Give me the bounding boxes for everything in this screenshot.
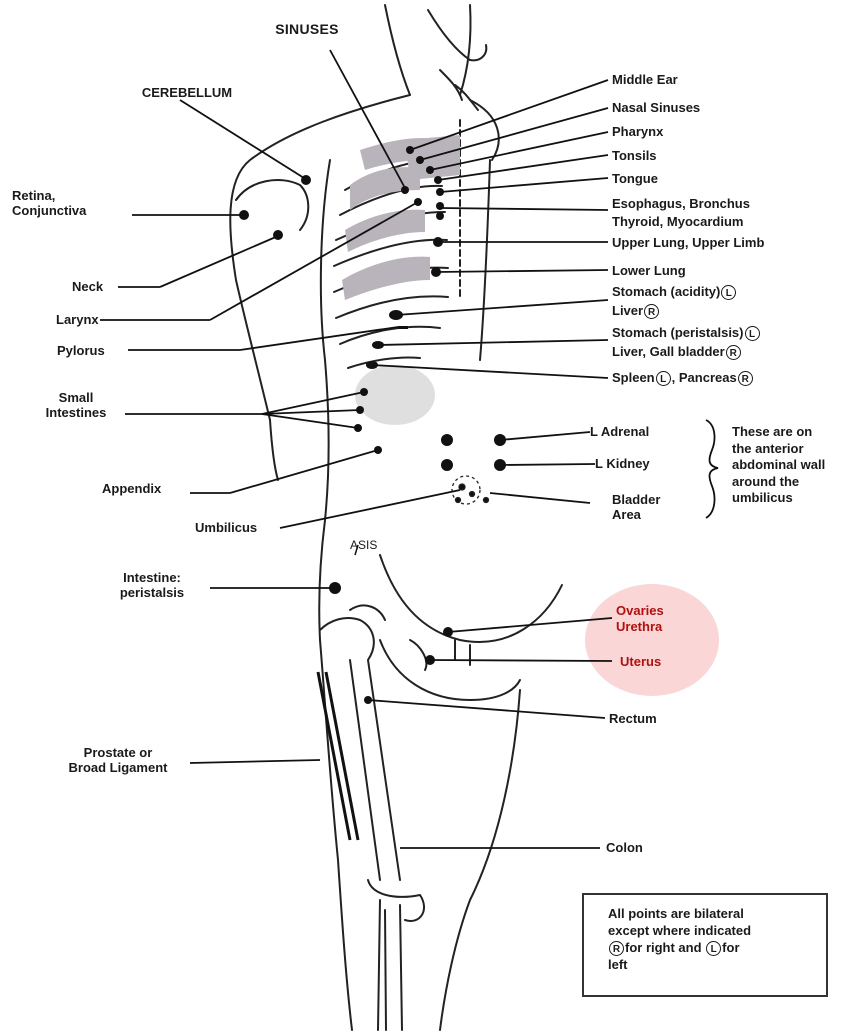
intestine-texture [355, 365, 435, 425]
label-retina-line1: Retina, [12, 188, 86, 203]
label-retina-line2: Conjunctiva [12, 203, 86, 218]
label-anterior-note: These are on the anterior abdominal wall… [732, 424, 825, 507]
label-stomach-acidity-text: Stomach (acidity) [612, 284, 720, 299]
pelvis-outline [380, 555, 562, 642]
label-stomach-peristalsis: Stomach (peristalsis)L [612, 325, 761, 341]
label-tongue: Tongue [612, 171, 658, 186]
label-ovaries-line2: Urethra [616, 619, 664, 635]
label-neck: Neck [72, 279, 103, 294]
marker-left: L [721, 285, 736, 300]
marker-right: R [644, 304, 659, 319]
label-umbilicus: Umbilicus [195, 520, 257, 535]
label-pylorus: Pylorus [57, 343, 105, 358]
label-small-line2: Intestines [28, 405, 124, 420]
note-line3: abdominal wall [732, 457, 825, 474]
point-neck [273, 230, 283, 240]
label-comma: , [672, 370, 676, 385]
label-thyroid-myocardium: Thyroid, Myocardium [612, 214, 743, 229]
label-upper-lung-limb: Upper Lung, Upper Limb [612, 235, 764, 250]
note-line4: around the [732, 474, 825, 491]
knee [368, 880, 424, 1030]
label-cerebellum: CEREBELLUM [112, 85, 262, 100]
label-liver-text: Liver [612, 303, 643, 318]
label-middle-ear: Middle Ear [612, 72, 678, 87]
marker-right: R [738, 371, 753, 386]
note-line5: umbilicus [732, 490, 825, 507]
legend-for-left: for [722, 940, 739, 955]
label-stomach-acidity: Stomach (acidity)L [612, 284, 737, 300]
label-bladder-area: Bladder Area [612, 492, 660, 522]
point-thyroid [436, 212, 444, 220]
legend-line4: left [608, 956, 816, 973]
note-line2: the anterior [732, 441, 825, 458]
point-r-adrenal [441, 434, 453, 446]
label-pancreas-text: Pancreas [679, 370, 737, 385]
right-leg-outline [440, 690, 520, 1030]
legend-marker-right: R [609, 941, 624, 956]
label-larynx: Larynx [56, 312, 99, 327]
point-pylorus [398, 326, 408, 329]
label-sinuses: SINUSES [252, 22, 362, 37]
label-asis: ASIS [350, 538, 377, 553]
label-small-line1: Small [28, 390, 124, 405]
label-intestine-line2: peristalsis [92, 585, 212, 600]
label-appendix: Appendix [102, 481, 161, 496]
label-retina-conjunctiva: Retina, Conjunctiva [12, 188, 86, 218]
label-uterus: Uterus [620, 654, 661, 669]
label-prostate-line1: Prostate or [48, 745, 188, 760]
legend-line1: All points are bilateral [608, 905, 816, 922]
label-prostate: Prostate or Broad Ligament [48, 745, 188, 775]
legend-line2: except where indicated [608, 922, 816, 939]
label-l-kidney: L Kidney [595, 456, 650, 471]
label-intestine-peristalsis: Intestine: peristalsis [92, 570, 212, 600]
prostate-band [318, 672, 358, 840]
label-ovaries-urethra: Ovaries Urethra [616, 603, 664, 635]
label-colon: Colon [606, 840, 643, 855]
marker-right: R [726, 345, 741, 360]
label-prostate-line2: Broad Ligament [48, 760, 188, 775]
label-bladder-line1: Bladder [612, 492, 660, 507]
label-spleen-text: Spleen [612, 370, 655, 385]
label-tonsils: Tonsils [612, 148, 657, 163]
label-rectum: Rectum [609, 711, 657, 726]
label-stomach-peristalsis-text: Stomach (peristalsis) [612, 325, 744, 340]
torso-right-side [480, 160, 490, 360]
shoulder-joint [236, 180, 308, 230]
legend-for-right: for right and [625, 940, 702, 955]
label-intestine-line1: Intestine: [92, 570, 212, 585]
note-line1: These are on [732, 424, 825, 441]
legend-box: All points are bilateral except where in… [582, 893, 828, 997]
marker-left: L [656, 371, 671, 386]
torso-right-outline [470, 100, 499, 160]
marker-left: L [745, 326, 760, 341]
pelvis-lower [380, 640, 520, 700]
label-liver-gall-text: Liver, Gall bladder [612, 344, 725, 359]
label-bladder-line2: Area [612, 507, 660, 522]
upper-arm [270, 420, 278, 480]
label-esophagus-bronchus: Esophagus, Bronchus [612, 196, 750, 211]
label-ovaries-line1: Ovaries [616, 603, 664, 619]
left-leg-outline [320, 640, 352, 1030]
pubis [455, 640, 470, 665]
point-r-kidney [441, 459, 453, 471]
cervical-spine [440, 70, 478, 110]
label-pharynx: Pharynx [612, 124, 663, 139]
legend-marker-left: L [706, 941, 721, 956]
label-l-adrenal: L Adrenal [590, 424, 649, 439]
label-nasal-sinuses: Nasal Sinuses [612, 100, 700, 115]
label-lower-lung: Lower Lung [612, 263, 686, 278]
label-small-intestines: Small Intestines [28, 390, 124, 420]
jaw-outline [428, 10, 486, 60]
